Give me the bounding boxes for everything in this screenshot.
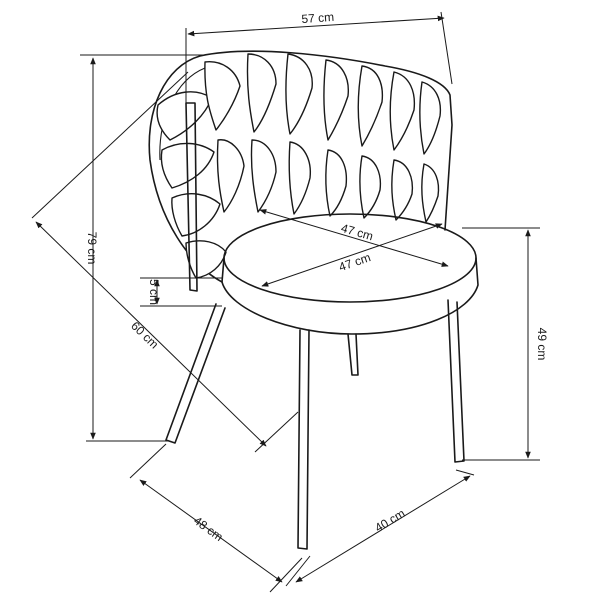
base-width-label: 40 cm: [372, 506, 407, 535]
backrest-outline: [148, 50, 453, 283]
seat-diameter-a-label: 47 cm: [339, 221, 374, 243]
dimension-labels: 57 cm 79 cm 60 cm 47 cm 47 cm 5 cm 49 cm…: [85, 10, 549, 544]
chair-outline: [148, 50, 479, 550]
seat-height-label: 49 cm: [535, 328, 549, 361]
cushion-label: 5 cm: [147, 279, 161, 305]
base-depth-label: 48 cm: [191, 513, 226, 544]
leg-back: [347, 333, 359, 376]
seat-diameter-b-label: 47 cm: [337, 250, 372, 274]
width-label: 57 cm: [301, 10, 335, 26]
dimension-lines: [31, 11, 540, 593]
seat-depth-label: 60 cm: [128, 319, 161, 352]
braided-strands: [156, 53, 442, 279]
leg-front-center: [297, 329, 310, 550]
leg-front-left: [165, 303, 226, 444]
leg-front-right: [447, 299, 465, 463]
height-label: 79 cm: [85, 232, 99, 265]
